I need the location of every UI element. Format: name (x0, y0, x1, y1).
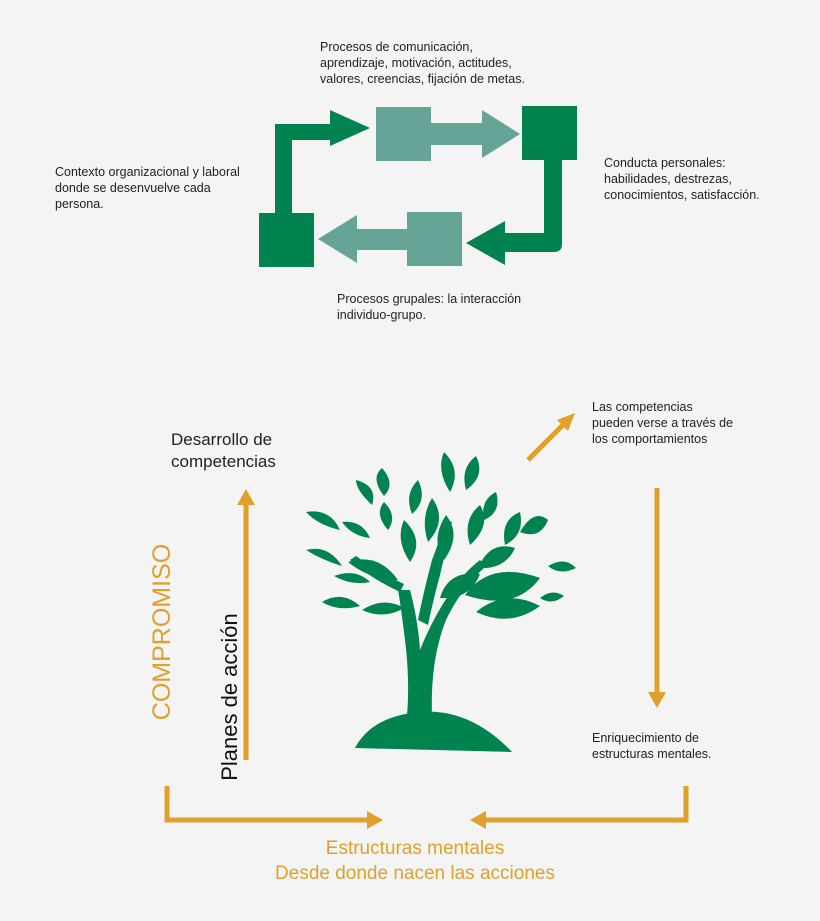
top-right-arrow (431, 110, 520, 158)
label-personal-conduct: Conducta personales: habilidades, destre… (604, 155, 760, 203)
leaf (520, 516, 548, 535)
bottom-left-block (259, 213, 314, 267)
leaf (478, 546, 515, 569)
bottom-light-block (407, 212, 462, 266)
label-mental-structures: Estructuras mentales Desde donde nacen l… (230, 836, 600, 886)
bottom-right-elbow-head (470, 811, 486, 829)
leaf (441, 452, 455, 492)
label-line: donde se desenvuelve cada (55, 181, 211, 195)
left-up-head (237, 489, 255, 505)
tree-trunk (398, 560, 486, 716)
leaf (467, 505, 485, 545)
cycle-diagram (259, 106, 577, 267)
label-line: Procesos grupales: la interacción (337, 292, 522, 306)
leaf (376, 468, 390, 496)
top-light-block (376, 107, 431, 161)
left-up-arrow (275, 110, 370, 215)
label-commitment: COMPROMISO (148, 543, 176, 721)
leaf (424, 498, 440, 542)
label-line: aprendizaje, motivación, actitudes, (320, 56, 512, 70)
tree-arrows (164, 413, 689, 829)
leaf (342, 521, 370, 538)
leaf (379, 502, 393, 530)
label-competencies-behaviors: Las competencias pueden verse a través d… (592, 399, 733, 447)
label-organizational-context: Contexto organizacional y laboral donde … (55, 164, 240, 212)
leaf (548, 561, 576, 572)
diagonal-arrow-line (526, 423, 565, 462)
bottom-left-arrow (318, 215, 407, 263)
label-line: Desarrollo de (171, 430, 273, 449)
label-line: persona. (55, 197, 104, 211)
leaf (306, 548, 342, 566)
leaf (348, 559, 398, 580)
leaf (440, 573, 480, 599)
leaf (465, 571, 540, 601)
label-line: los comportamientos (592, 432, 708, 446)
label-line: Procesos de comunicación, (320, 40, 473, 54)
label-mental-enrichment: Enriquecimiento de estructuras mentales. (592, 730, 712, 762)
right-down-arrow (466, 160, 562, 265)
right-down-head (648, 692, 666, 708)
bottom-left-elbow (164, 786, 367, 823)
top-right-block (522, 106, 577, 160)
label-line: valores, creencias, fijación de metas. (320, 72, 525, 86)
leaf (464, 456, 480, 490)
leaf (306, 511, 340, 530)
bottom-left-elbow-head (367, 811, 383, 829)
label-line: pueden verse a través de (592, 416, 734, 430)
leaf (504, 512, 521, 545)
leaf (476, 598, 540, 619)
leaf (540, 592, 564, 602)
leaf (322, 596, 360, 609)
label-group-processes: Procesos grupales: la interacción indivi… (337, 291, 521, 323)
label-line: competencias (171, 452, 276, 471)
label-line: Estructuras mentales (325, 838, 505, 859)
label-line: habilidades, destrezas, (604, 172, 732, 186)
leaf (437, 515, 454, 560)
bottom-right-elbow (486, 786, 689, 823)
label-action-plans: Planes de acción (217, 613, 242, 781)
diagonal-arrow-head (557, 413, 575, 431)
label-competency-development: Desarrollo de competencias (171, 429, 276, 473)
label-line: Enriquecimiento de (592, 731, 700, 745)
tree-ground (355, 711, 512, 752)
label-line: Las competencias (592, 400, 693, 414)
label-line: Conducta personales: (604, 156, 726, 170)
leaf (409, 480, 422, 514)
leaf (356, 480, 374, 505)
label-communication-processes: Procesos de comunicación, aprendizaje, m… (320, 39, 525, 87)
label-line: conocimientos, satisfacción. (604, 188, 760, 202)
label-line: Contexto organizacional y laboral (55, 165, 240, 179)
label-line: Desde donde nacen las acciones (275, 863, 555, 884)
leaf (334, 573, 370, 584)
leaf (400, 520, 417, 562)
leaf (483, 492, 498, 520)
label-line: estructuras mentales. (592, 747, 712, 761)
leaf (362, 602, 404, 615)
label-line: individuo-grupo. (337, 308, 426, 322)
tree-icon (306, 452, 576, 752)
